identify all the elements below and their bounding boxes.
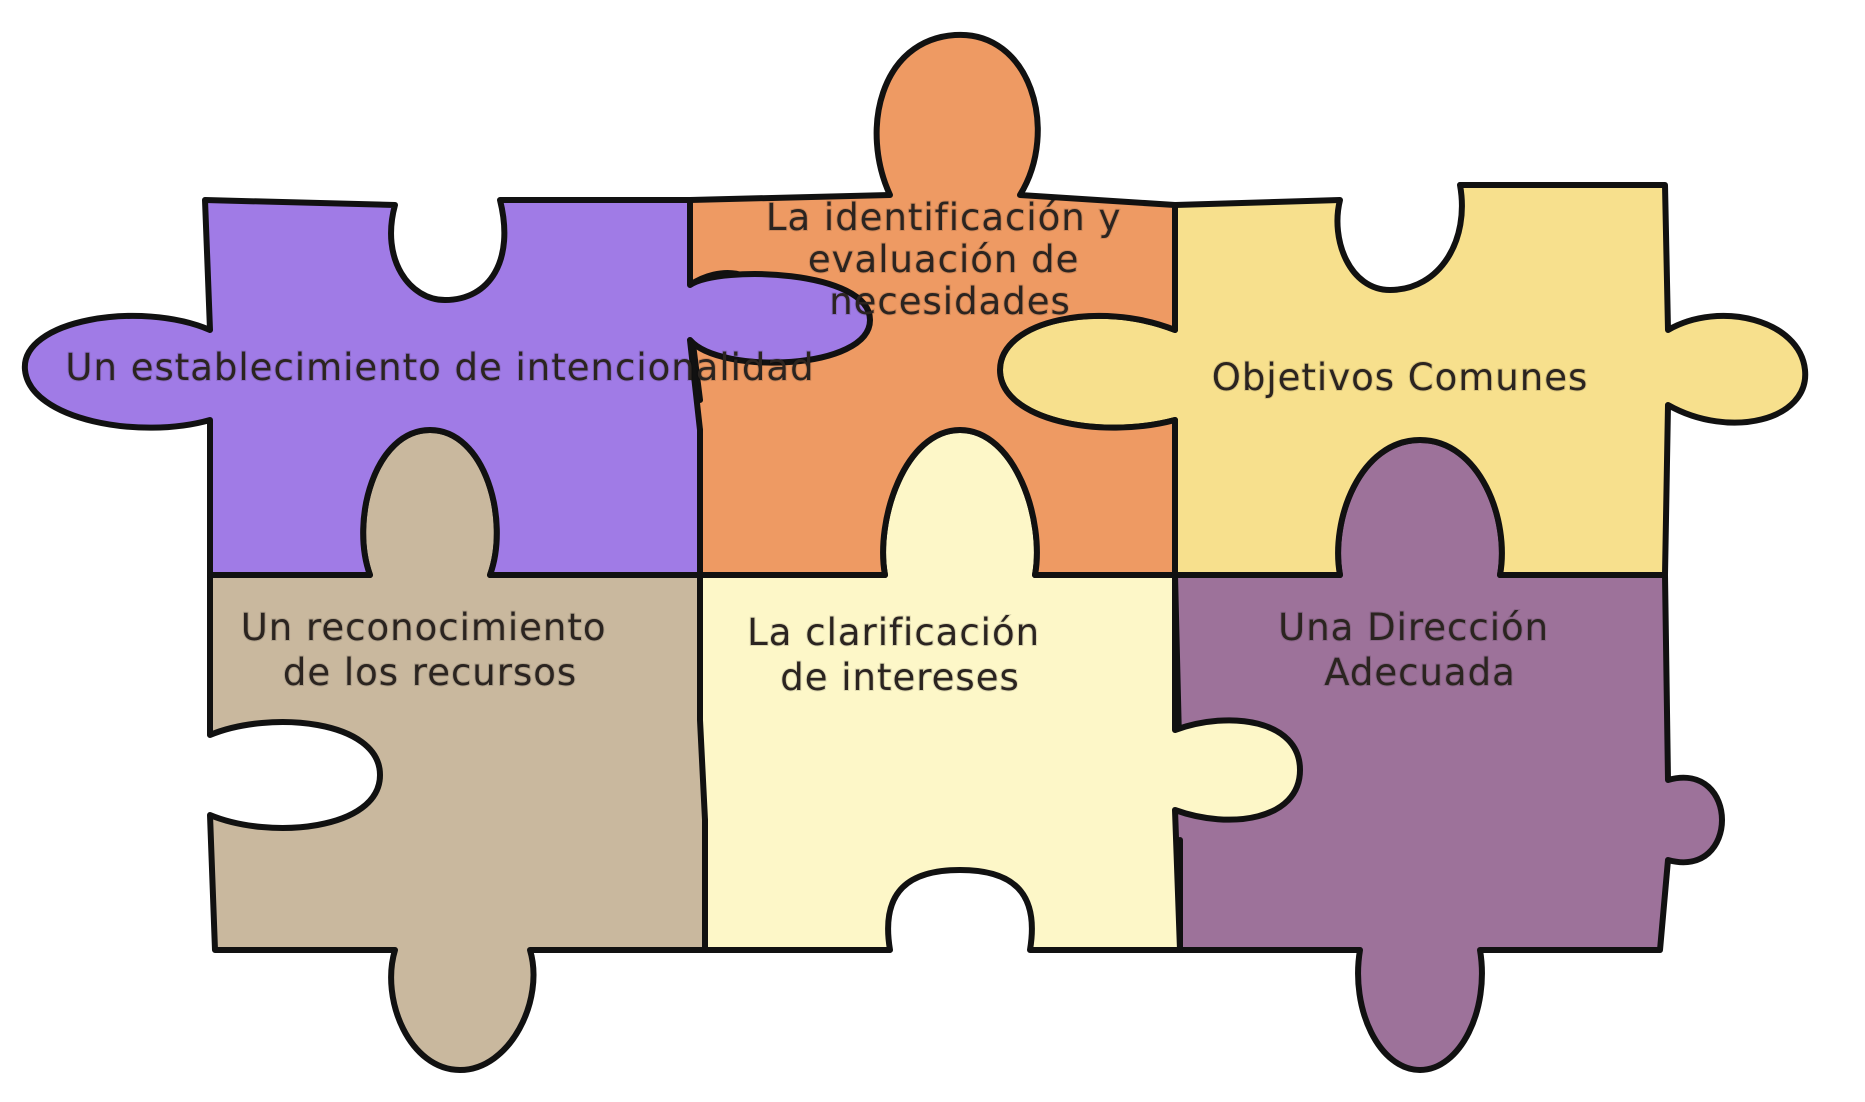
label-purple: Un establecimiento de intencionalidad	[65, 346, 814, 389]
label-yellow: Objetivos Comunes	[1212, 356, 1588, 399]
piece-purple	[21, 197, 873, 578]
label-tan: Un reconocimiento de los recursos	[241, 606, 620, 694]
label-cream: La clarificación de intereses	[747, 611, 1053, 699]
label-orange: La identificación y evaluación de necesi…	[766, 196, 1134, 323]
label-plum: Una Dirección Adecuada	[1278, 606, 1562, 694]
